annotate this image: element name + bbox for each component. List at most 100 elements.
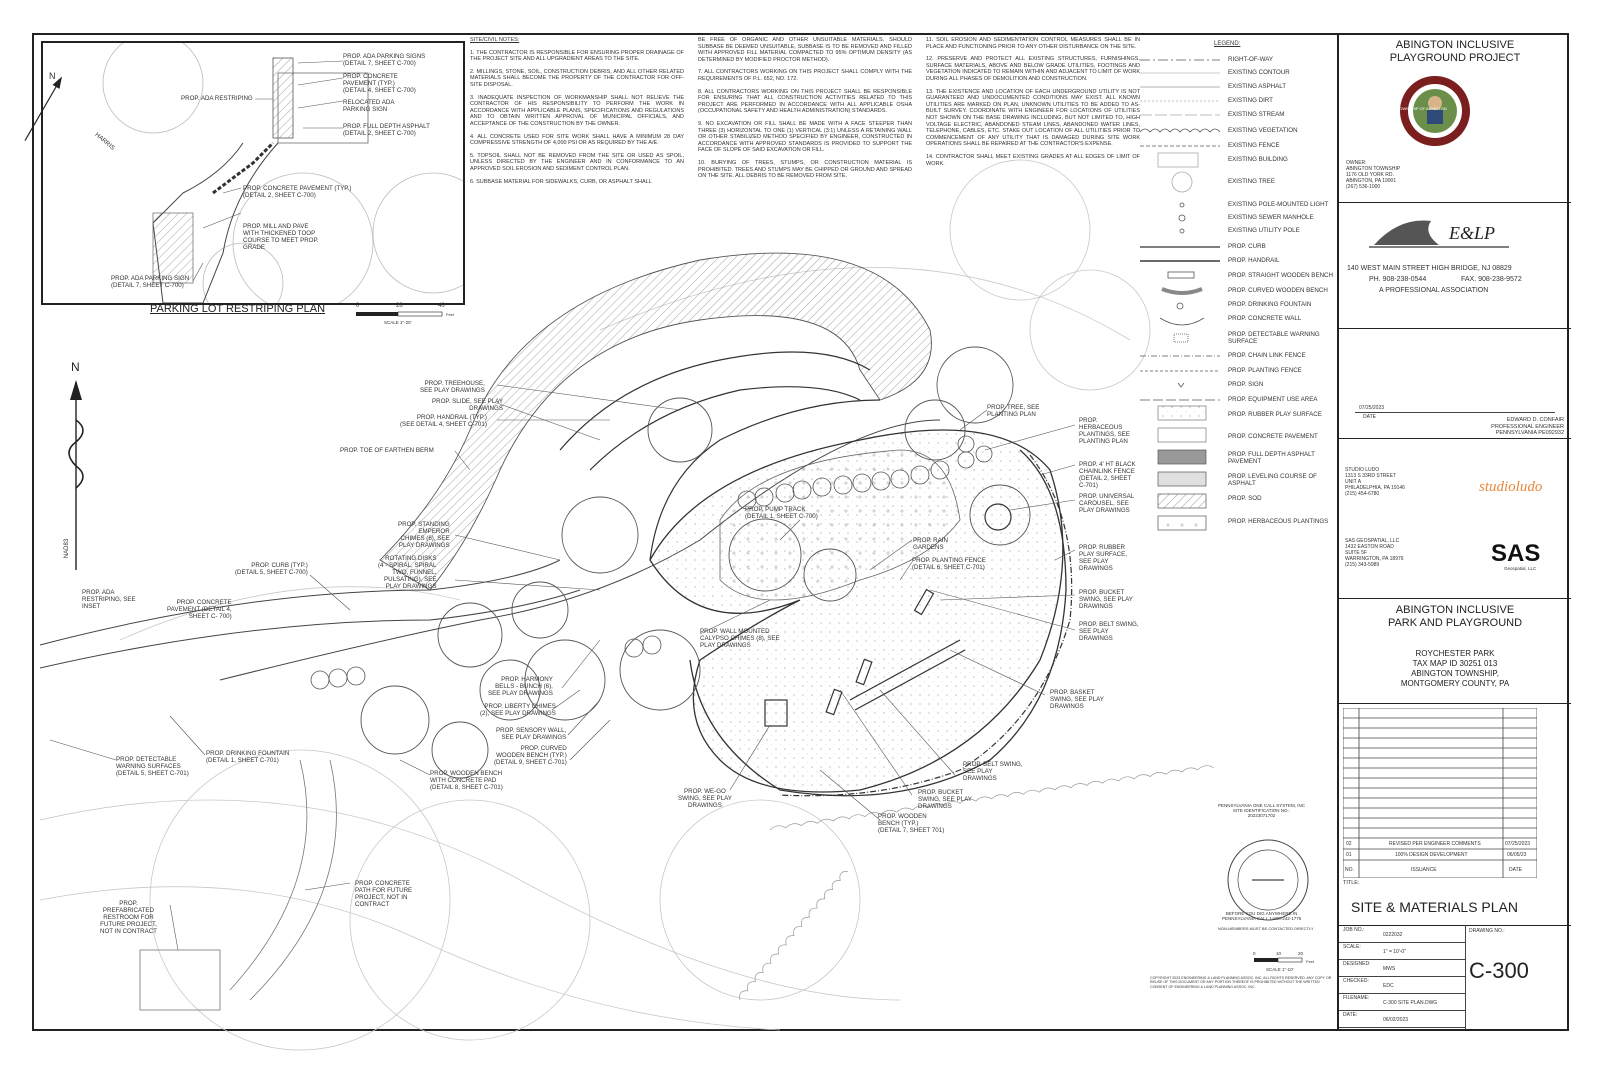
legend-item: PROP. HERBACEOUS PLANTINGS bbox=[1228, 518, 1329, 525]
callout-pump-track: PROP. PUMP TRACK (DETAIL 1, SHEET C-700) bbox=[745, 506, 818, 520]
note-5: 5. TOPSOIL SHALL NOT BE REMOVED FROM THE… bbox=[470, 152, 684, 172]
one-call-non-members: NON-MEMBERS MUST BE CONTACTED DIRECTLY bbox=[1218, 926, 1314, 931]
callout-belt-swing-south: PROP. BELT SWING, SEE PLAY DRAWINGS bbox=[963, 761, 1023, 782]
note-4: 4. ALL CONCRETE USED FOR SITE WORK SHALL… bbox=[470, 133, 684, 147]
note-8: 8. ALL CONTRACTORS WORKING ON THIS PROJE… bbox=[698, 88, 912, 115]
field-divider bbox=[1339, 959, 1465, 960]
note-12: 12. PRESERVE AND PROTECT ALL EXISTING ST… bbox=[926, 56, 1141, 82]
park-location: ROYCHESTER PARK TAX MAP ID 30251 013 ABI… bbox=[1400, 649, 1510, 688]
rev-01-no: 01 bbox=[1346, 852, 1352, 858]
field-divider bbox=[1339, 1027, 1465, 1028]
rev-header-no: NO. bbox=[1345, 867, 1354, 873]
callout-slide: PROP. SLIDE, SEE PLAY DRAWINGS bbox=[432, 398, 503, 412]
legend-item: EXISTING SEWER MANHOLE bbox=[1228, 214, 1314, 221]
inset-scale-tick-40: 40 bbox=[438, 303, 445, 309]
legend-item: EXISTING VEGETATION bbox=[1228, 127, 1298, 134]
callout-standing-chimes: PROP. STANDING EMPEROR CHIMES (6), SEE P… bbox=[398, 521, 450, 549]
equipment-use-areas bbox=[360, 346, 1031, 779]
main-north-label: N bbox=[71, 360, 80, 374]
legend-item: PROP. FULL DEPTH ASPHALT PAVEMENT bbox=[1228, 451, 1315, 465]
legend-item: PROP. EQUIPMENT USE AREA bbox=[1228, 396, 1318, 403]
legend-item: EXISTING POLE-MOUNTED LIGHT bbox=[1228, 201, 1329, 208]
title-block: ABINGTON INCLUSIVE PLAYGROUND PROJECT TO… bbox=[1337, 33, 1571, 1031]
callout-treehouse: PROP. TREEHOUSE, SEE PLAY DRAWINGS bbox=[420, 380, 485, 394]
inset-scale-unit: Feet bbox=[446, 312, 455, 317]
legend-heading: LEGEND: bbox=[1214, 41, 1241, 47]
note-6-cont: BE FREE OF ORGANIC AND OTHER UNSUITABLE … bbox=[698, 37, 912, 63]
callout-detectable-warning: PROP. DETECTABLE WARNING SURFACES (DETAI… bbox=[116, 756, 189, 777]
inset-drawing bbox=[102, 43, 463, 303]
legend-item: EXISTING TREE bbox=[1228, 178, 1275, 185]
park-name: ABINGTON INCLUSIVE PARK AND PLAYGROUND bbox=[1387, 604, 1523, 629]
firm-phone: PH. 908-238-0544 bbox=[1369, 276, 1427, 283]
inset-callout-mill-and-pave: PROP. MILL AND PAVE WITH THICKENED TOOP … bbox=[243, 223, 319, 251]
main-scale-tick-20: 20 bbox=[1298, 951, 1304, 956]
one-call-header: PENNSYLVANIA ONE CALL SYSTEM, INC SITE I… bbox=[1218, 803, 1305, 818]
note-2: 2. MILLINGS, STONE, SOIL, CONSTRUCTION D… bbox=[470, 68, 684, 88]
field-value: MWS bbox=[1383, 966, 1396, 972]
callout-liberty-chimes: PROP. LIBERTY CHIMES (2), SEE PLAY DRAWI… bbox=[480, 703, 556, 717]
field-divider bbox=[1339, 976, 1465, 977]
legend-swatches bbox=[1139, 59, 1221, 401]
field-divider bbox=[1339, 1010, 1465, 1011]
note-14: 14. CONTRACTOR SHALL MEET EXISTING GRADE… bbox=[926, 153, 1140, 167]
inset-callout-concrete-pavement-typ: PROP. CONCRETE PAVEMENT (TYP.) (DETAIL 2… bbox=[243, 185, 352, 199]
legend-item: EXISTING BUILDING bbox=[1228, 156, 1288, 163]
rev-02-issuance: REVISED PER ENGINEER COMMENTS bbox=[1389, 841, 1481, 847]
callout-concrete-pavement: PROP. CONCRETE PAVEMENT (DETAIL 4, SHEET… bbox=[167, 599, 232, 620]
one-call-seal bbox=[1227, 839, 1309, 921]
legend-item: EXISTING STREAM bbox=[1228, 111, 1285, 118]
elp-logo: E&LP bbox=[1449, 223, 1496, 243]
one-call-footer: BEFORE YOU DIG ANYWHERE IN PENNSYLVANIA … bbox=[1222, 911, 1302, 921]
legend-item: EXISTING ASPHALT bbox=[1228, 83, 1286, 90]
main-scale-label: SCALE 1"-10' bbox=[1266, 967, 1294, 972]
rev-header-issuance: ISSUANCE bbox=[1411, 867, 1437, 873]
callout-drinking-fountain: PROP. DRINKING FOUNTAIN (DETAIL 1, SHEET… bbox=[206, 750, 290, 764]
callout-bucket-swing-south: PROP. BUCKET SWING, SEE PLAY DRAWINGS bbox=[918, 789, 972, 810]
legend-item: PROP. PLANTING FENCE bbox=[1228, 367, 1302, 374]
callout-rubber-surface: PROP. RUBBER PLAY SURFACE, SEE PLAY DRAW… bbox=[1079, 544, 1127, 572]
sas-logo: SAS bbox=[1491, 540, 1541, 567]
existing-contours bbox=[39, 159, 1151, 1051]
callout-toe-of-berm: PROP. TOE OF EARTHEN BERM bbox=[340, 447, 434, 454]
note-10: 10. BURYING OF TREES, STUMPS, OR CONSTRU… bbox=[698, 159, 913, 180]
field-divider bbox=[1339, 993, 1465, 994]
field-label: SCALE: bbox=[1343, 944, 1361, 950]
note-9: 9. NO EXCAVATION OR FILL SHALL BE MADE W… bbox=[698, 120, 912, 154]
main-scale-bar bbox=[1254, 957, 1303, 963]
tb-consultants-section: STUDIO LUDO 1313 S 33RD STREET UNIT A PH… bbox=[1339, 439, 1571, 599]
rev-header-date: DATE bbox=[1509, 867, 1522, 873]
inset-scale-tick-20: 20 bbox=[396, 303, 403, 309]
consultant-studio-ludo: STUDIO LUDO 1313 S 33RD STREET UNIT A PH… bbox=[1345, 467, 1405, 497]
inset-scale-bar bbox=[356, 311, 443, 317]
callout-handrail: PROP. HANDRAIL (TYP.) (SEE DETAIL 4, SHE… bbox=[400, 414, 487, 428]
field-label: FILENAME: bbox=[1343, 995, 1370, 1001]
legend-item: PROP. STRAIGHT WOODEN BENCH bbox=[1228, 272, 1333, 279]
title-label: TITLE: bbox=[1343, 880, 1360, 886]
callout-harmony-bells: PROP. HARMONY BELLS - BUNCH (6), SEE PLA… bbox=[488, 676, 553, 697]
elp-logo-graphic bbox=[1369, 220, 1509, 248]
field-divider bbox=[1339, 942, 1465, 943]
callout-calypso-chimes: PROP. WALL MOUNTED CALYPSO CHIMES (8), S… bbox=[700, 628, 780, 649]
legend-item: PROP. DETECTABLE WARNING SURFACE bbox=[1228, 331, 1320, 345]
datum-label: NAD83 bbox=[64, 538, 71, 559]
legend-item: PROP. SIGN bbox=[1228, 381, 1264, 388]
note-1: 1. THE CONTRACTOR IS RESPONSIBLE FOR ENS… bbox=[470, 49, 684, 63]
tb-seal-section: 07/25/2023 DATE EDWARD D. CONFAIR PROFES… bbox=[1339, 329, 1571, 439]
tb-park-section: ABINGTON INCLUSIVE PARK AND PLAYGROUND R… bbox=[1339, 599, 1571, 704]
callout-wooden-bench: PROP. WOODEN BENCH (TYP.) (DETAIL 7, SHE… bbox=[878, 813, 945, 834]
drawing-sheet bbox=[32, 33, 1569, 1031]
inset-scale-label: SCALE 1"-20' bbox=[384, 320, 412, 325]
callout-we-go-swing: PROP. WE-GO SWING, SEE PLAY DRAWINGS bbox=[678, 788, 732, 809]
drawing-number: C-300 bbox=[1469, 958, 1529, 983]
field-value: 0222032 bbox=[1383, 932, 1403, 938]
note-7: 7. ALL CONTRACTORS WORKING ON THIS PROJE… bbox=[698, 69, 912, 82]
note-6: 6. SUBBASE MATERIAL FOR SIDEWALKS, CURB,… bbox=[470, 178, 652, 185]
note-13: 13. THE EXISTENCE AND LOCATION OF EACH U… bbox=[926, 88, 1140, 148]
legend-item: PROP. CONCRETE PAVEMENT bbox=[1228, 433, 1318, 440]
tb-project-section: ABINGTON INCLUSIVE PLAYGROUND PROJECT TO… bbox=[1339, 33, 1571, 203]
field-label: DATE: bbox=[1343, 1012, 1358, 1018]
field-value: EDC bbox=[1383, 983, 1394, 989]
firm-fax: FAX. 908-238-9572 bbox=[1461, 276, 1522, 283]
callout-future-path: PROP. CONCRETE PATH FOR FUTURE PROJECT, … bbox=[355, 880, 413, 908]
